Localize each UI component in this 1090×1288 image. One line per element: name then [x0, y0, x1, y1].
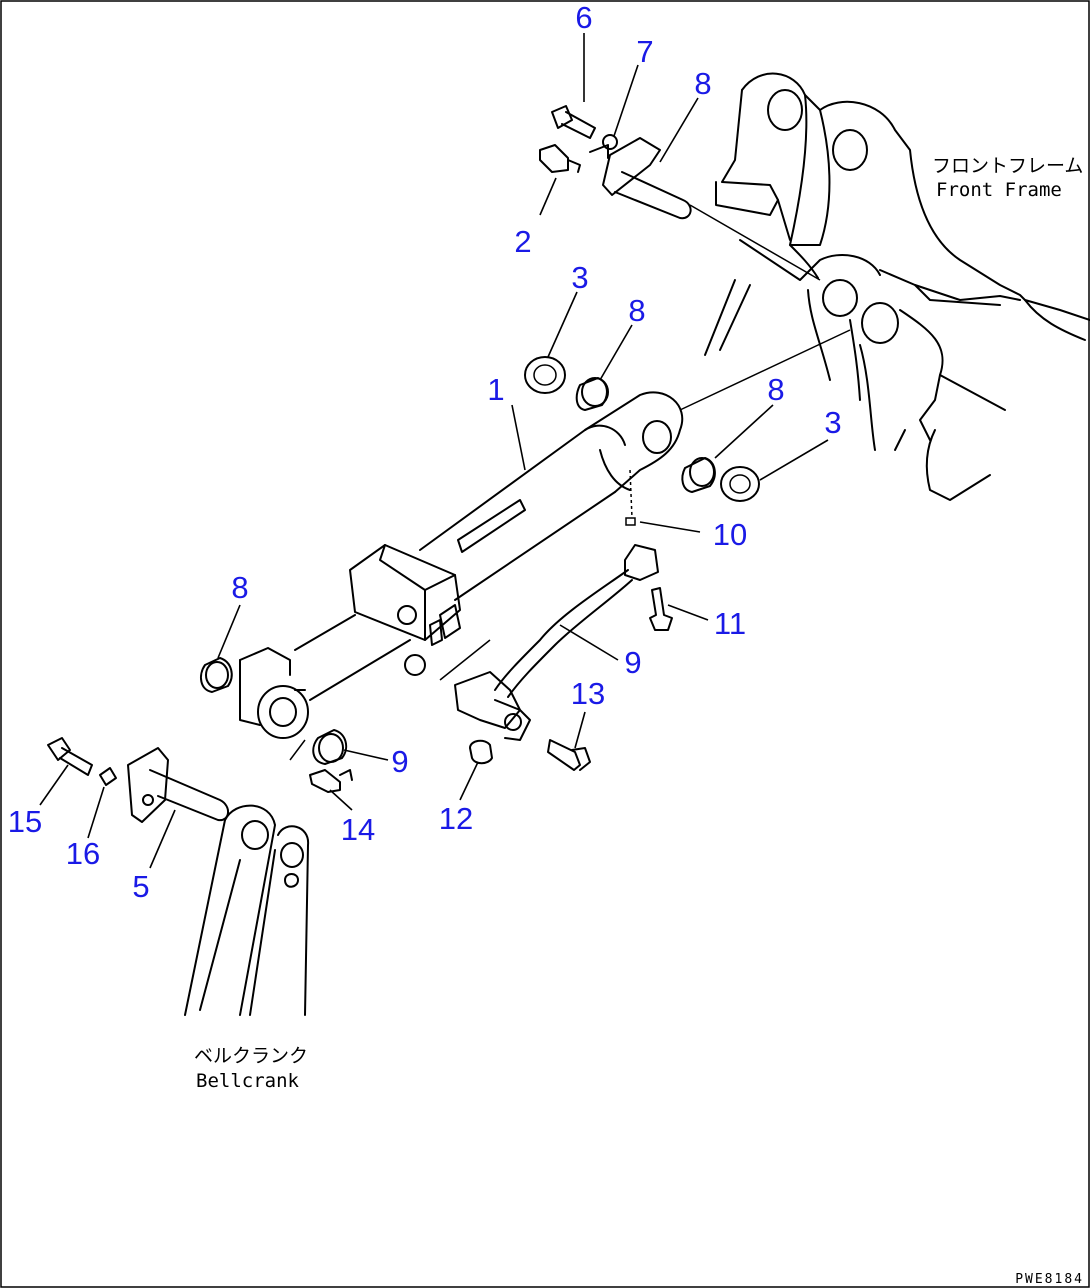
drawing-code: PWE8184 [1015, 1272, 1084, 1287]
steering-cylinder-1 [239, 391, 684, 739]
bolt-11 [649, 587, 673, 631]
spacer-8-left [199, 657, 233, 693]
bolt-4 [551, 105, 596, 139]
callout-14: 14 [341, 812, 375, 847]
callout-3-lower: 3 [824, 405, 841, 440]
bolt-15 [47, 737, 93, 776]
spacer-8-right [681, 457, 716, 493]
front-frame-label-jp: フロントフレーム [932, 155, 1083, 177]
pin-6 [589, 137, 692, 220]
callout-9: 9 [624, 645, 641, 680]
washer-3-upper [524, 356, 566, 394]
bellcrank-label-jp: ベルクランク [194, 1045, 308, 1067]
callout-numbers: 6 7 8 2 3 8 1 8 3 10 8 11 9 13 9 15 14 1… [8, 0, 842, 904]
callout-10: 10 [713, 517, 747, 552]
washer-3-lower [720, 466, 760, 502]
callout-8-right: 8 [767, 372, 784, 407]
front-frame-drawing [704, 72, 1090, 501]
front-frame-label-en: Front Frame [936, 179, 1062, 201]
callout-8-upper: 8 [628, 293, 645, 328]
callout-5: 7 [636, 34, 653, 69]
bolt-13 [547, 739, 591, 771]
leader-lines [39, 33, 829, 869]
spacer-8-middle [312, 729, 348, 765]
fitting-12 [469, 739, 493, 765]
pin-7 [127, 747, 229, 823]
spacer-8-upper [575, 377, 609, 411]
callout-2: 2 [514, 224, 531, 259]
lock-14 [309, 769, 353, 793]
washer-16 [99, 767, 117, 786]
callout-6: 8 [694, 66, 711, 101]
callout-7: 5 [132, 869, 149, 904]
callout-11: 11 [714, 606, 746, 641]
callout-3-upper: 3 [571, 260, 588, 295]
lock-2 [539, 144, 581, 173]
callout-8-left: 8 [231, 570, 248, 605]
tube-9 [454, 544, 659, 741]
callout-15: 15 [8, 804, 42, 839]
washer-5 [602, 134, 618, 150]
callout-1: 1 [487, 372, 504, 407]
bellcrank-drawing [184, 804, 310, 1016]
callout-13: 13 [571, 676, 605, 711]
bellcrank-label-en: Bellcrank [196, 1070, 300, 1092]
callout-12: 12 [439, 801, 473, 836]
callout-16: 16 [66, 836, 100, 871]
callout-8-middle: 9 [391, 744, 408, 779]
callout-4: 6 [575, 0, 592, 35]
